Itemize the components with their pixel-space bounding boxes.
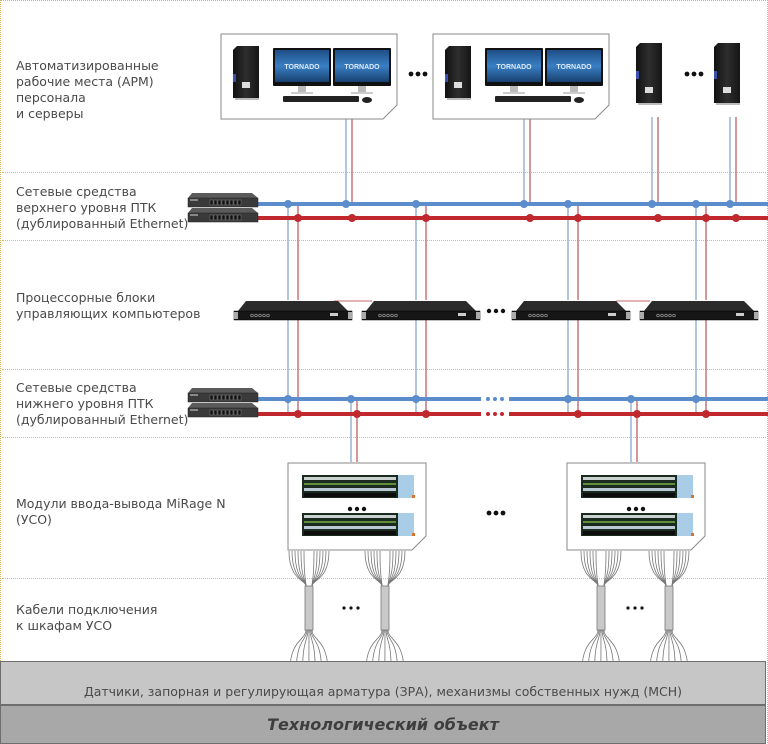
network-junction [412, 395, 420, 403]
cable-bundle-icon [285, 550, 333, 677]
server-tower-icon [636, 43, 662, 105]
ellipsis-icon [486, 510, 506, 516]
monitor-brand-label: TORNADO [556, 64, 592, 71]
io-module-icon [581, 513, 694, 536]
network-junction [648, 200, 656, 208]
network-junction [692, 395, 700, 403]
network-junction [654, 214, 662, 222]
network-switch-icon [187, 208, 259, 223]
network-junction [520, 200, 528, 208]
ellipsis-icon [347, 506, 367, 512]
processor-unit-icon [233, 301, 353, 321]
network-junction [422, 410, 430, 418]
keyboard-icon [495, 96, 571, 102]
ellipsis-icon [342, 606, 360, 610]
technological-object-band: Технологический объект [0, 705, 766, 744]
network-junction [412, 200, 420, 208]
level-separator [2, 369, 766, 370]
field-devices-label: Датчики, запорная и регулирующая арматур… [83, 684, 683, 699]
network-switch-icon [187, 193, 259, 208]
field-devices-band: Датчики, запорная и регулирующая арматур… [0, 661, 766, 705]
mouse-icon [574, 97, 584, 103]
server-tower-icon [233, 46, 259, 100]
network-switch-icon [187, 403, 259, 418]
label-upper-network: Сетевые средства верхнего уровня ПТК (ду… [16, 184, 189, 231]
processor-unit-icon [639, 301, 759, 321]
network-junction [574, 214, 582, 222]
ellipsis-icon [684, 71, 704, 77]
network-switch-icon [187, 388, 259, 403]
network-junction [692, 200, 700, 208]
network-junction [294, 410, 302, 418]
network-junction [348, 214, 356, 222]
io-module-icon [581, 475, 694, 498]
ellipsis-icon [408, 71, 428, 77]
network-junction [574, 410, 582, 418]
network-junction [342, 200, 350, 208]
label-lower-network: Сетевые средства нижнего уровня ПТК (дуб… [16, 380, 189, 427]
network-junction [422, 214, 430, 222]
cable-bundle-icon [577, 550, 625, 677]
monitor-brand-label: TORNADO [284, 64, 320, 71]
network-junction [284, 395, 292, 403]
level-separator [2, 578, 766, 579]
processor-unit-icon [361, 301, 481, 321]
cable-bundle-icon [645, 550, 693, 677]
network-junction [627, 395, 635, 403]
server-tower-icon [445, 46, 471, 100]
network-junction [633, 410, 641, 418]
cable-bundle-icon [361, 550, 409, 677]
ellipsis-icon [486, 397, 504, 401]
keyboard-icon [283, 96, 359, 102]
label-processors: Процессорные блоки управляющих компьютер… [16, 290, 201, 321]
ellipsis-icon [486, 308, 506, 314]
monitor-icon: TORNADO [333, 48, 391, 94]
ellipsis-icon [486, 412, 504, 416]
monitor-icon: TORNADO [273, 48, 331, 94]
level-separator [2, 240, 766, 241]
label-cables: Кабели подключения к шкафам УСО [16, 602, 158, 633]
network-junction [294, 214, 302, 222]
technological-object-label: Технологический объект [267, 715, 499, 734]
level-separator [2, 172, 766, 173]
ellipsis-icon [626, 506, 646, 512]
network-junction [347, 395, 355, 403]
io-module-icon [302, 475, 415, 498]
network-junction [732, 214, 740, 222]
label-io-modules: Модули ввода-вывода MiRage N (УСО) [16, 496, 226, 527]
network-junction [702, 214, 710, 222]
network-junction [564, 395, 572, 403]
network-junction [726, 200, 734, 208]
level-separator [2, 437, 766, 438]
network-junction [564, 200, 572, 208]
network-junction [702, 410, 710, 418]
network-junction [284, 200, 292, 208]
mouse-icon [362, 97, 372, 103]
monitor-icon: TORNADO [485, 48, 543, 94]
network-junction [353, 410, 361, 418]
server-tower-icon [714, 43, 740, 105]
label-workstations: Автоматизированные рабочие места (АРМ) п… [16, 58, 159, 121]
processor-unit-icon [511, 301, 631, 321]
monitor-brand-label: TORNADO [344, 64, 380, 71]
io-module-icon [302, 513, 415, 536]
network-junction [526, 214, 534, 222]
monitor-brand-label: TORNADO [496, 64, 532, 71]
ellipsis-icon [626, 606, 644, 610]
monitor-icon: TORNADO [545, 48, 603, 94]
